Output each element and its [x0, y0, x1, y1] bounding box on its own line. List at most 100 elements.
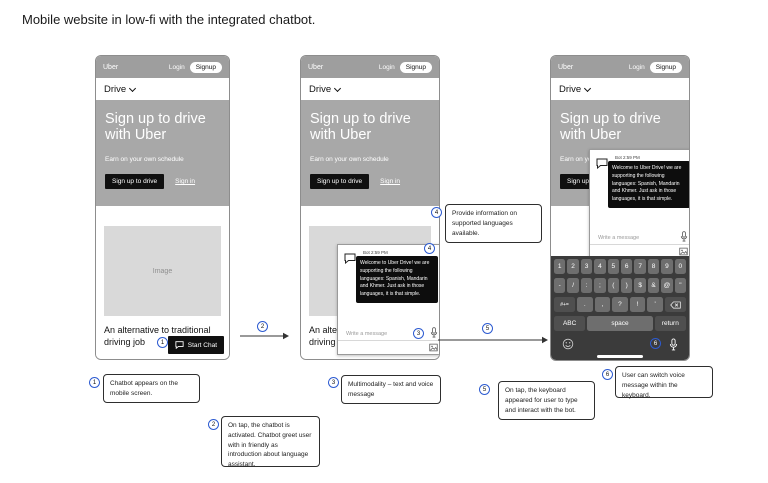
login-link[interactable]: Login [628, 63, 645, 71]
chatbot-panel: Bot 2:59 PM Welcome to Uber Drive! we ar… [337, 244, 439, 355]
key-symbols[interactable]: #+= [554, 297, 576, 312]
page-title: Mobile website in low-fi with the integr… [22, 12, 316, 27]
hero-section: Sign up to drive with Uber Earn on your … [301, 100, 439, 206]
home-indicator[interactable] [597, 355, 643, 358]
key-8[interactable]: 8 [647, 259, 660, 274]
key-9[interactable]: 9 [661, 259, 673, 274]
login-link[interactable]: Login [168, 63, 185, 71]
key-1[interactable]: 1 [554, 259, 566, 274]
callout-marker-1: 1 [89, 377, 100, 388]
divider [590, 244, 689, 245]
signin-link[interactable]: Sign in [380, 178, 401, 186]
phone-screen-2: Uber Login Signup Drive Sign up to drive… [300, 55, 440, 360]
key-7[interactable]: 7 [634, 259, 646, 274]
key-0[interactable]: 0 [674, 259, 687, 274]
nav-drive-dropdown[interactable]: Drive [301, 78, 439, 100]
signup-button[interactable]: Signup [649, 61, 682, 73]
nav-drive-label: Drive [104, 83, 127, 95]
key-exclaim[interactable]: ! [629, 297, 646, 312]
bot-timestamp: Bot 2:59 PM [615, 155, 640, 160]
site-header: Uber Login Signup [96, 56, 229, 78]
image-attach-icon[interactable] [679, 247, 688, 256]
brand-logo[interactable]: Uber [558, 63, 574, 71]
phone-screen-1: Uber Login Signup Drive Sign up to drive… [95, 55, 230, 360]
key-at[interactable]: @ [661, 278, 673, 293]
page-body: Image An alternative to traditional driv… [96, 206, 229, 359]
key-comma[interactable]: , [594, 297, 611, 312]
divider [338, 340, 439, 341]
hero-subtitle: Earn on your own schedule [105, 156, 184, 164]
space-key[interactable]: space [587, 316, 653, 331]
chevron-down-icon [334, 84, 342, 92]
annotation-marker-2: 2 [257, 321, 268, 332]
key-3[interactable]: 3 [580, 259, 593, 274]
return-key[interactable]: return [654, 316, 686, 331]
callout-note-5: On tap, the keyboard appeared for user t… [498, 381, 595, 420]
key-period[interactable]: . [577, 297, 593, 312]
mic-icon[interactable] [430, 327, 438, 338]
callout-marker-3: 3 [328, 377, 339, 388]
callout-note-4: Provide information on supported languag… [445, 204, 542, 243]
chat-icon [596, 158, 608, 169]
key-2[interactable]: 2 [567, 259, 579, 274]
mic-icon[interactable] [680, 231, 688, 242]
key-lparen[interactable]: ( [607, 278, 620, 293]
hero-title: Sign up to drive with Uber [560, 111, 661, 143]
signup-to-drive-button[interactable]: Sign up to drive [310, 174, 370, 190]
bot-message: Welcome to Uber Drive! we are supporting… [356, 256, 438, 303]
message-input[interactable]: Write a message [598, 235, 640, 241]
key-semicolon[interactable]: ; [594, 278, 606, 293]
key-dash[interactable]: - [554, 278, 566, 293]
annotation-marker-6: 6 [650, 338, 661, 349]
mic-icon[interactable] [669, 337, 678, 351]
hero-section: Sign up to drive with Uber Earn on your … [96, 100, 229, 206]
chat-icon [344, 253, 356, 264]
key-colon[interactable]: : [580, 278, 593, 293]
brand-logo[interactable]: Uber [103, 63, 119, 71]
callout-marker-5: 5 [479, 384, 490, 395]
key-amp[interactable]: & [647, 278, 660, 293]
phone-screen-3: Uber Login Signup Drive Sign up to drive… [550, 55, 690, 361]
callout-marker-2: 2 [208, 419, 219, 430]
body-text: An alternative to traditional driving jo… [104, 325, 211, 348]
key-rparen[interactable]: ) [621, 278, 633, 293]
key-5[interactable]: 5 [607, 259, 620, 274]
start-chat-button[interactable]: Start Chat [167, 336, 224, 354]
key-4[interactable]: 4 [594, 259, 606, 274]
chevron-down-icon [129, 84, 137, 92]
image-placeholder-label: Image [152, 267, 173, 275]
site-header: Uber Login Signup [551, 56, 689, 78]
key-question[interactable]: ? [612, 297, 628, 312]
emoji-icon[interactable] [562, 338, 574, 350]
login-link[interactable]: Login [378, 63, 395, 71]
key-apostrophe[interactable]: ' [647, 297, 663, 312]
brand-logo[interactable]: Uber [308, 63, 324, 71]
signup-button[interactable]: Signup [189, 61, 222, 73]
flow-arrow-2 [438, 336, 548, 344]
callout-note-2: On tap, the chatbot is activated. Chatbo… [221, 416, 320, 468]
key-6[interactable]: 6 [621, 259, 633, 274]
signup-to-drive-button[interactable]: Sign up to drive [105, 174, 165, 190]
key-quote[interactable]: " [674, 278, 687, 293]
signup-button[interactable]: Signup [399, 61, 432, 73]
abc-key[interactable]: ABC [554, 316, 586, 331]
image-attach-icon[interactable] [429, 343, 438, 352]
start-chat-label: Start Chat [187, 341, 217, 349]
image-placeholder: Image [104, 226, 221, 316]
callout-marker-4: 4 [431, 207, 442, 218]
flow-arrow-1 [240, 332, 289, 340]
key-slash[interactable]: / [567, 278, 579, 293]
site-header: Uber Login Signup [301, 56, 439, 78]
message-input[interactable]: Write a message [346, 331, 388, 337]
signin-link[interactable]: Sign in [175, 178, 196, 186]
backspace-key[interactable] [664, 297, 686, 312]
annotation-marker-4: 4 [424, 243, 435, 254]
callout-note-6: User can switch voice message within the… [615, 366, 713, 399]
annotation-marker-3: 3 [413, 328, 424, 339]
nav-drive-dropdown[interactable]: Drive [551, 78, 689, 100]
onscreen-keyboard: 1 2 3 4 5 6 7 8 9 0 - / : ; ( ) $ & @ " … [551, 256, 689, 360]
callout-note-3: Multimodality – text and voice message [341, 375, 441, 404]
key-dollar[interactable]: $ [634, 278, 646, 293]
nav-drive-dropdown[interactable]: Drive [96, 78, 229, 100]
hero-title: Sign up to drive with Uber [310, 111, 411, 143]
